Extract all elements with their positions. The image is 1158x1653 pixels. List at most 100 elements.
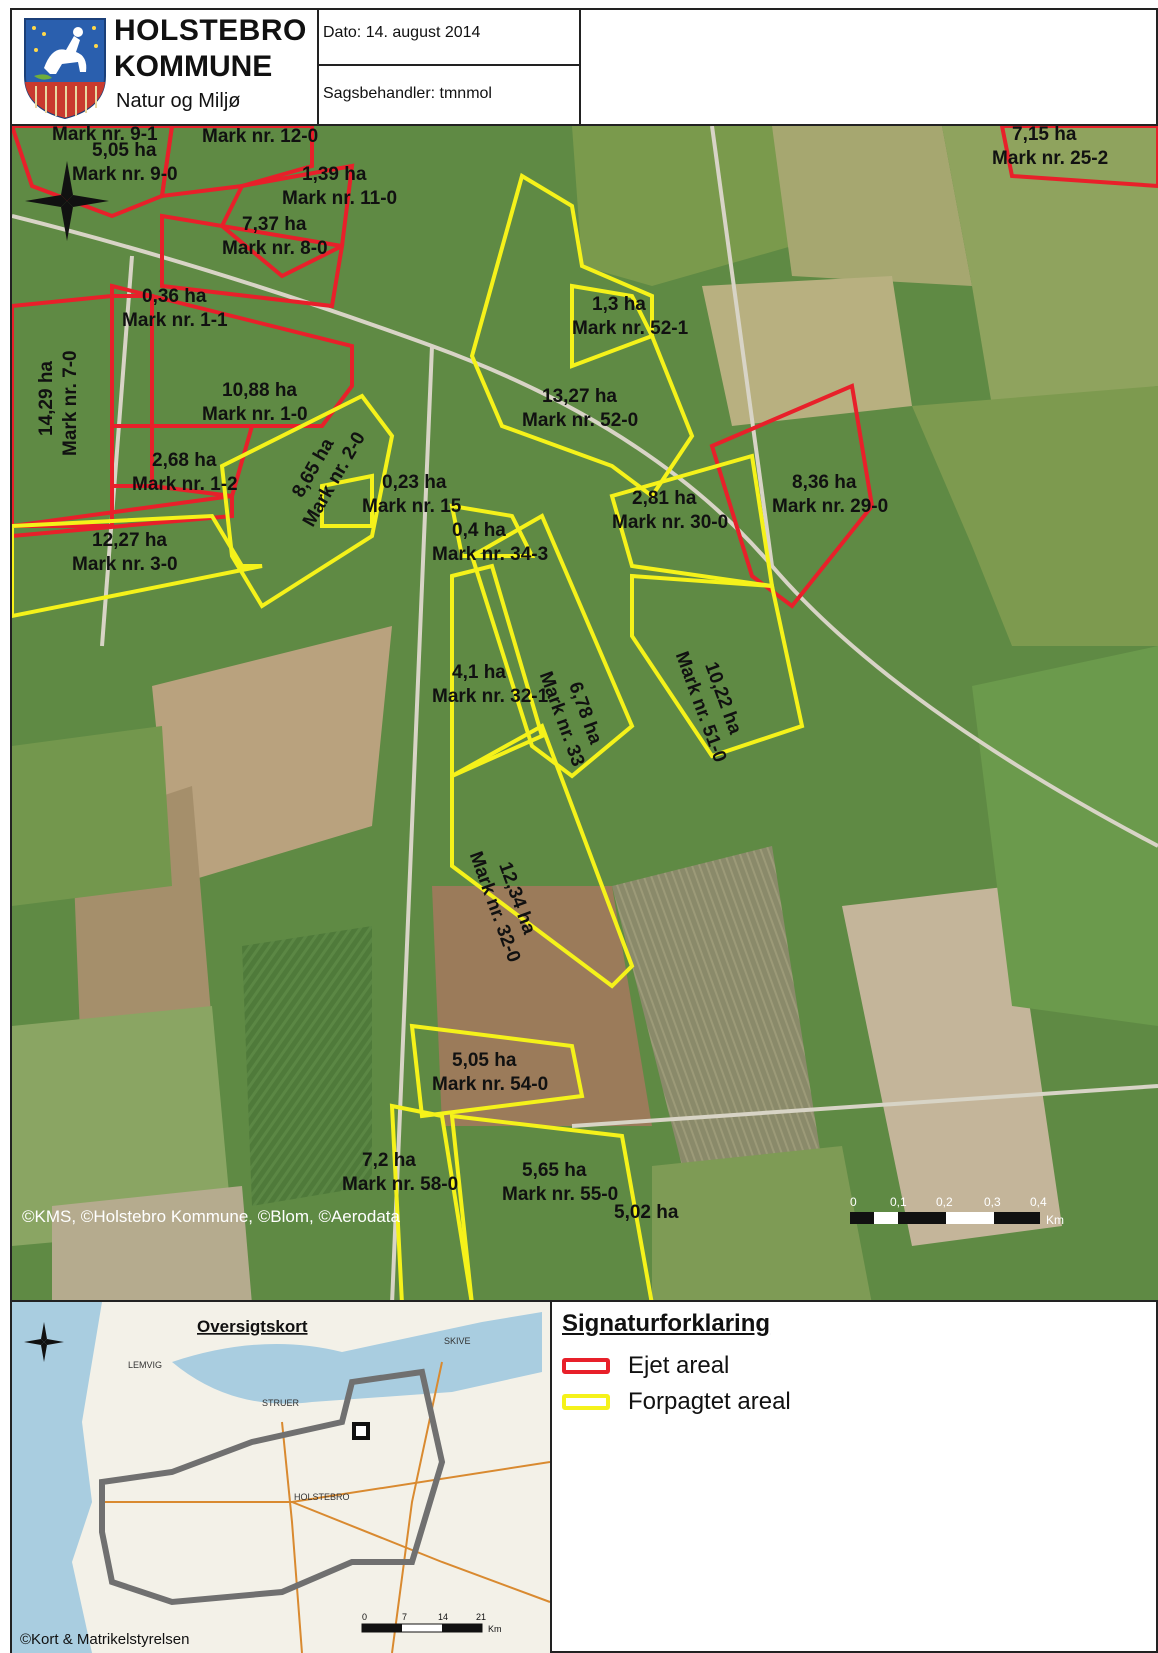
parcel-mark-number: Mark nr. 54-0 bbox=[432, 1074, 548, 1095]
parcel-label: 5,05 ha Mark nr. 9-0 bbox=[72, 140, 178, 185]
parcel-mark-number: Mark nr. 15 bbox=[362, 496, 462, 517]
parcel-area: 12,27 ha bbox=[92, 530, 167, 551]
overview-scale-bar: 0 7 14 21 Km bbox=[361, 1612, 502, 1634]
parcel-mark-number: Mark nr. 52-1 bbox=[572, 318, 689, 339]
overview-scale-tick: 7 bbox=[402, 1612, 407, 1622]
legend-item-leased: Forpagtet areal bbox=[562, 1384, 1142, 1420]
parcel-area: 7,37 ha bbox=[242, 214, 307, 235]
town-label: STRUER bbox=[262, 1398, 300, 1408]
legend-item-owned: Ejet areal bbox=[562, 1348, 1142, 1384]
parcel-label: 2,68 ha Mark nr. 1-2 bbox=[132, 450, 238, 495]
map-copyright: ©KMS, ©Holstebro Kommune, ©Blom, ©Aeroda… bbox=[22, 1207, 401, 1226]
parcel-area: 8,36 ha bbox=[792, 472, 857, 493]
parcel-mark-number: Mark nr. 8-0 bbox=[222, 238, 328, 259]
location-marker-icon bbox=[352, 1422, 370, 1440]
overview-north-arrow-icon bbox=[24, 1322, 64, 1362]
parcel-mark-number: Mark nr. 12-0 bbox=[202, 126, 318, 147]
parcel-mark-number: Mark nr. 32-1 bbox=[432, 686, 549, 707]
overview-copyright: ©Kort & Matrikelstyrelsen bbox=[20, 1631, 189, 1648]
scale-tick: 0,3 bbox=[984, 1195, 1001, 1209]
parcel-mark-number: Mark nr. 30-0 bbox=[612, 512, 728, 533]
scale-tick: 0 bbox=[850, 1195, 857, 1209]
owned-swatch-icon bbox=[562, 1358, 610, 1374]
scale-unit: Km bbox=[1046, 1213, 1064, 1227]
parcel-label: 4,1 ha Mark nr. 32-1 bbox=[432, 662, 549, 707]
leased-parcels bbox=[12, 172, 805, 1300]
parcel-area: 1,39 ha bbox=[302, 164, 367, 185]
town-label: HOLSTEBRO bbox=[294, 1492, 350, 1502]
header-blank-cell bbox=[579, 10, 1158, 124]
owned-parcels bbox=[12, 126, 1158, 609]
parcel-mark-number: Mark nr. 52-0 bbox=[522, 410, 638, 431]
overview-map[interactable]: Oversigtskort LEMVIG STRUER SKIVE HOLSTE… bbox=[12, 1302, 552, 1653]
header: HOLSTEBRO KOMMUNE Natur og Miljø Dato: 1… bbox=[12, 10, 1158, 124]
parcel-area: 1,3 ha bbox=[592, 294, 646, 315]
handler-label: Sagsbehandler: tmnmol bbox=[323, 85, 492, 102]
logo-block: HOLSTEBRO KOMMUNE Natur og Miljø bbox=[12, 10, 319, 124]
legend-item-label: Forpagtet areal bbox=[628, 1388, 791, 1415]
parcel-area: 2,68 ha bbox=[152, 450, 217, 471]
parcel-area: 5,02 ha bbox=[614, 1202, 679, 1223]
overview-scale-tick: 21 bbox=[476, 1612, 486, 1622]
parcel-label: Mark nr. 12-0 bbox=[202, 126, 318, 147]
town-label: LEMVIG bbox=[128, 1360, 162, 1370]
legend-title: Signaturforklaring bbox=[562, 1310, 771, 1337]
parcel-area: 0,36 ha bbox=[142, 286, 207, 307]
parcel-mark-number: Mark nr. 34-3 bbox=[432, 544, 548, 565]
coat-of-arms-icon bbox=[24, 18, 106, 120]
parcel-mark-number: Mark nr. 25-2 bbox=[992, 148, 1108, 169]
parcel-label: 8,36 ha Mark nr. 29-0 bbox=[772, 472, 888, 517]
roads bbox=[12, 126, 1158, 1300]
parcel-label: 12,27 ha Mark nr. 3-0 bbox=[72, 530, 178, 575]
parcel-mark-number: Mark nr. 1-2 bbox=[132, 474, 238, 495]
department-name: Natur og Miljø bbox=[116, 90, 241, 112]
parcel-area: 0,4 ha bbox=[452, 520, 506, 541]
parcel-area: 5,05 ha bbox=[92, 140, 157, 161]
overview-scale-unit: Km bbox=[488, 1624, 502, 1634]
parcel-label: 1,3 ha Mark nr. 52-1 bbox=[572, 294, 689, 339]
parcel-label: 7,37 ha Mark nr. 8-0 bbox=[222, 214, 328, 259]
terrain-fields bbox=[12, 126, 1158, 1300]
sea-area bbox=[12, 1302, 102, 1653]
parcel-mark-number: Mark nr. 9-1 bbox=[52, 126, 158, 145]
scale-tick: 0,2 bbox=[936, 1195, 953, 1209]
parcel-label: 5,02 ha bbox=[614, 1202, 679, 1223]
parcel-mark-number: Mark nr. 29-0 bbox=[772, 496, 888, 517]
parcel-mark-number: Mark nr. 3-0 bbox=[72, 554, 178, 575]
parcel-area: 0,23 ha bbox=[382, 472, 447, 493]
overview-scale-tick: 0 bbox=[362, 1612, 367, 1622]
overview-title: Oversigtskort bbox=[197, 1317, 308, 1336]
overview-scale-tick: 14 bbox=[438, 1612, 448, 1622]
overview-map-canvas: Oversigtskort LEMVIG STRUER SKIVE HOLSTE… bbox=[12, 1302, 550, 1653]
leased-swatch-icon bbox=[562, 1394, 610, 1410]
north-arrow-icon bbox=[25, 161, 109, 241]
parcel-area: 2,81 ha bbox=[632, 488, 697, 509]
parcel-area: 14,29 ha bbox=[36, 361, 57, 436]
meta-block: Dato: 14. august 2014 Sagsbehandler: tmn… bbox=[317, 10, 581, 124]
municipality-boundary bbox=[99, 1368, 446, 1606]
overview-towns: LEMVIG STRUER SKIVE HOLSTEBRO bbox=[128, 1336, 471, 1502]
parcel-mark-number: Mark nr. 1-1 bbox=[122, 310, 228, 331]
scale-tick: 0,1 bbox=[890, 1195, 907, 1209]
town-label: SKIVE bbox=[444, 1336, 471, 1346]
parcel-label: 0,4 ha Mark nr. 34-3 bbox=[432, 520, 548, 565]
date-label: Dato: 14. august 2014 bbox=[317, 10, 579, 66]
fjord-area bbox=[172, 1312, 542, 1404]
parcel-area: 5,65 ha bbox=[522, 1160, 587, 1181]
parcel-mark-number: Mark nr. 9-0 bbox=[72, 164, 178, 185]
parcel-area: 4,1 ha bbox=[452, 662, 506, 683]
parcel-mark-number: Mark nr. 58-0 bbox=[342, 1174, 458, 1195]
parcel-area: 7,15 ha bbox=[1012, 126, 1077, 145]
parcel-mark-number: Mark nr. 7-0 bbox=[60, 350, 81, 456]
org-name-line2: KOMMUNE bbox=[114, 50, 273, 83]
parcel-label: Mark nr. 9-1 bbox=[52, 126, 158, 145]
org-name-line1: HOLSTEBRO bbox=[114, 14, 307, 47]
